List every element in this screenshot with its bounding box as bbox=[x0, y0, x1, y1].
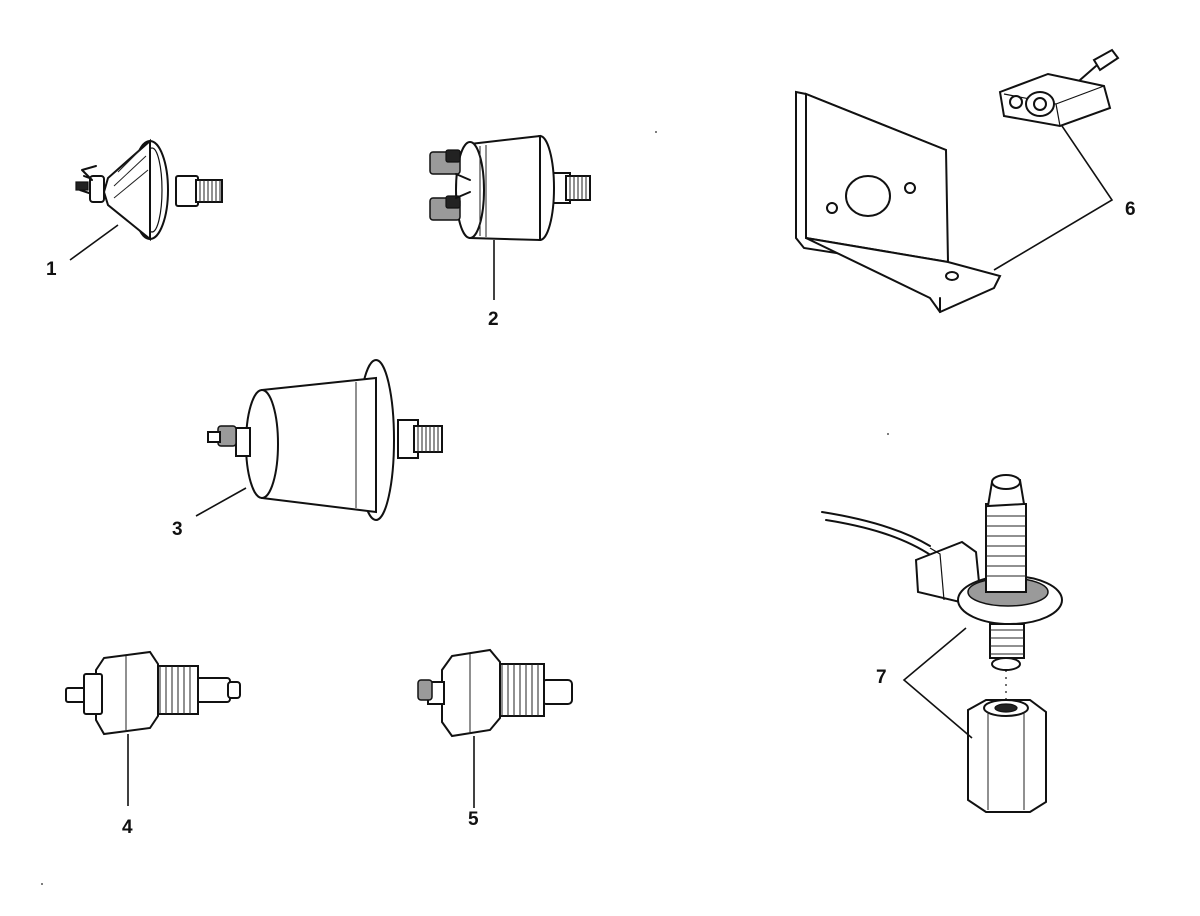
part-5-temperature-sender bbox=[417, 648, 573, 738]
callout-5: 5 bbox=[468, 809, 479, 830]
callout-6: 6 bbox=[1125, 199, 1136, 220]
callout-7: 7 bbox=[876, 667, 887, 688]
part-1-pressure-switch bbox=[75, 138, 223, 242]
callout-2: 2 bbox=[488, 309, 499, 330]
part-2-pressure-switch bbox=[429, 134, 591, 242]
leader-line-7 bbox=[902, 627, 973, 739]
part-6-bracket-and-switch bbox=[795, 48, 1120, 314]
part-7-sensor-and-nut bbox=[821, 474, 1063, 813]
callout-3: 3 bbox=[172, 519, 183, 540]
callout-1: 1 bbox=[46, 259, 57, 280]
leader-line-1 bbox=[69, 224, 119, 261]
part-4-temperature-switch bbox=[65, 650, 241, 736]
leader-line-3 bbox=[195, 487, 247, 517]
leader-line-6 bbox=[993, 125, 1114, 271]
part-3-pressure-sender bbox=[207, 359, 443, 521]
callout-4: 4 bbox=[122, 817, 133, 838]
